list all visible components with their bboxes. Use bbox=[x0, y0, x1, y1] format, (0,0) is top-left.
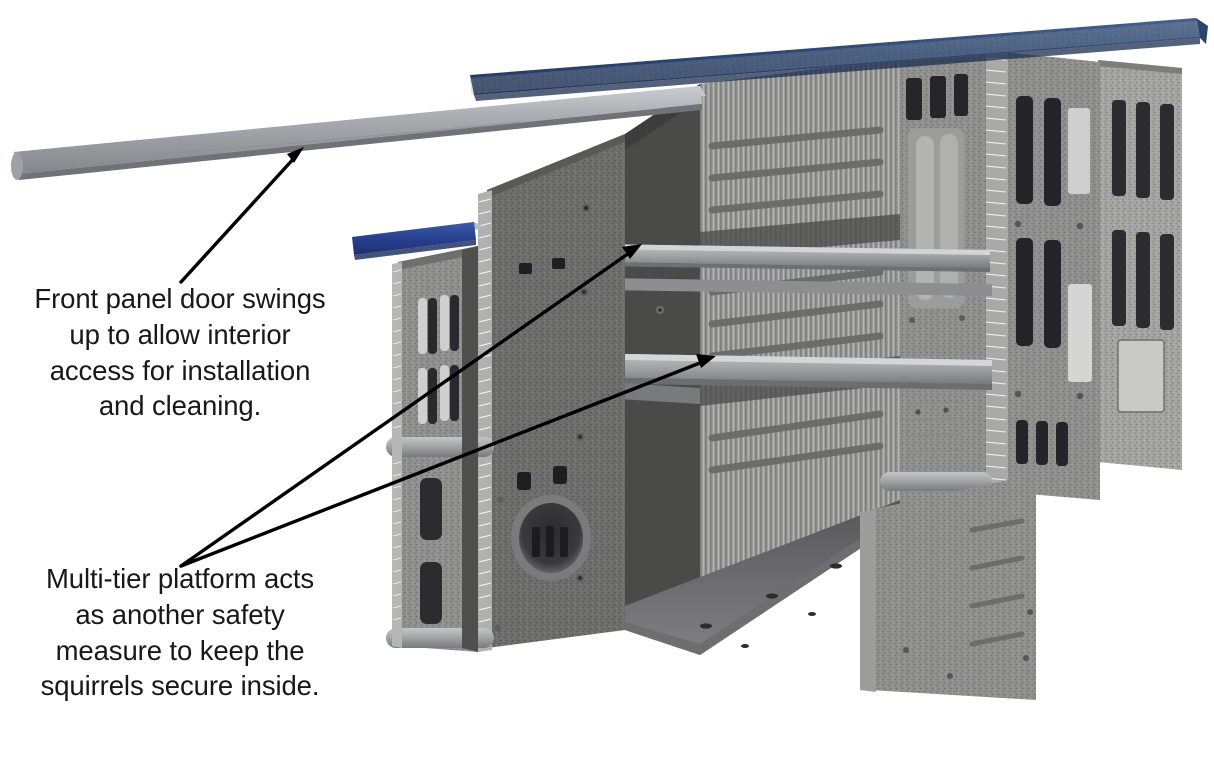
right-rear-vent-panel bbox=[1098, 60, 1182, 470]
right-corner-post bbox=[984, 50, 1008, 505]
tier-platform-mid bbox=[600, 278, 992, 296]
front-left-corner-post bbox=[478, 190, 492, 652]
floor-panel bbox=[625, 500, 900, 655]
caption-front-panel-door: Front panel door swings up to allow inte… bbox=[34, 283, 326, 422]
tier-platform-upper bbox=[597, 244, 990, 272]
caption-multi-tier-platform: Multi-tier platform acts as another safe… bbox=[40, 563, 320, 702]
perch-rail-right-lower bbox=[880, 472, 992, 491]
left-vent-tower bbox=[386, 246, 494, 652]
bottom-right-panel bbox=[860, 474, 1036, 700]
front-left-wall bbox=[487, 134, 625, 648]
main-roof bbox=[470, 18, 1208, 101]
right-middle-vent-panel bbox=[1004, 52, 1100, 500]
